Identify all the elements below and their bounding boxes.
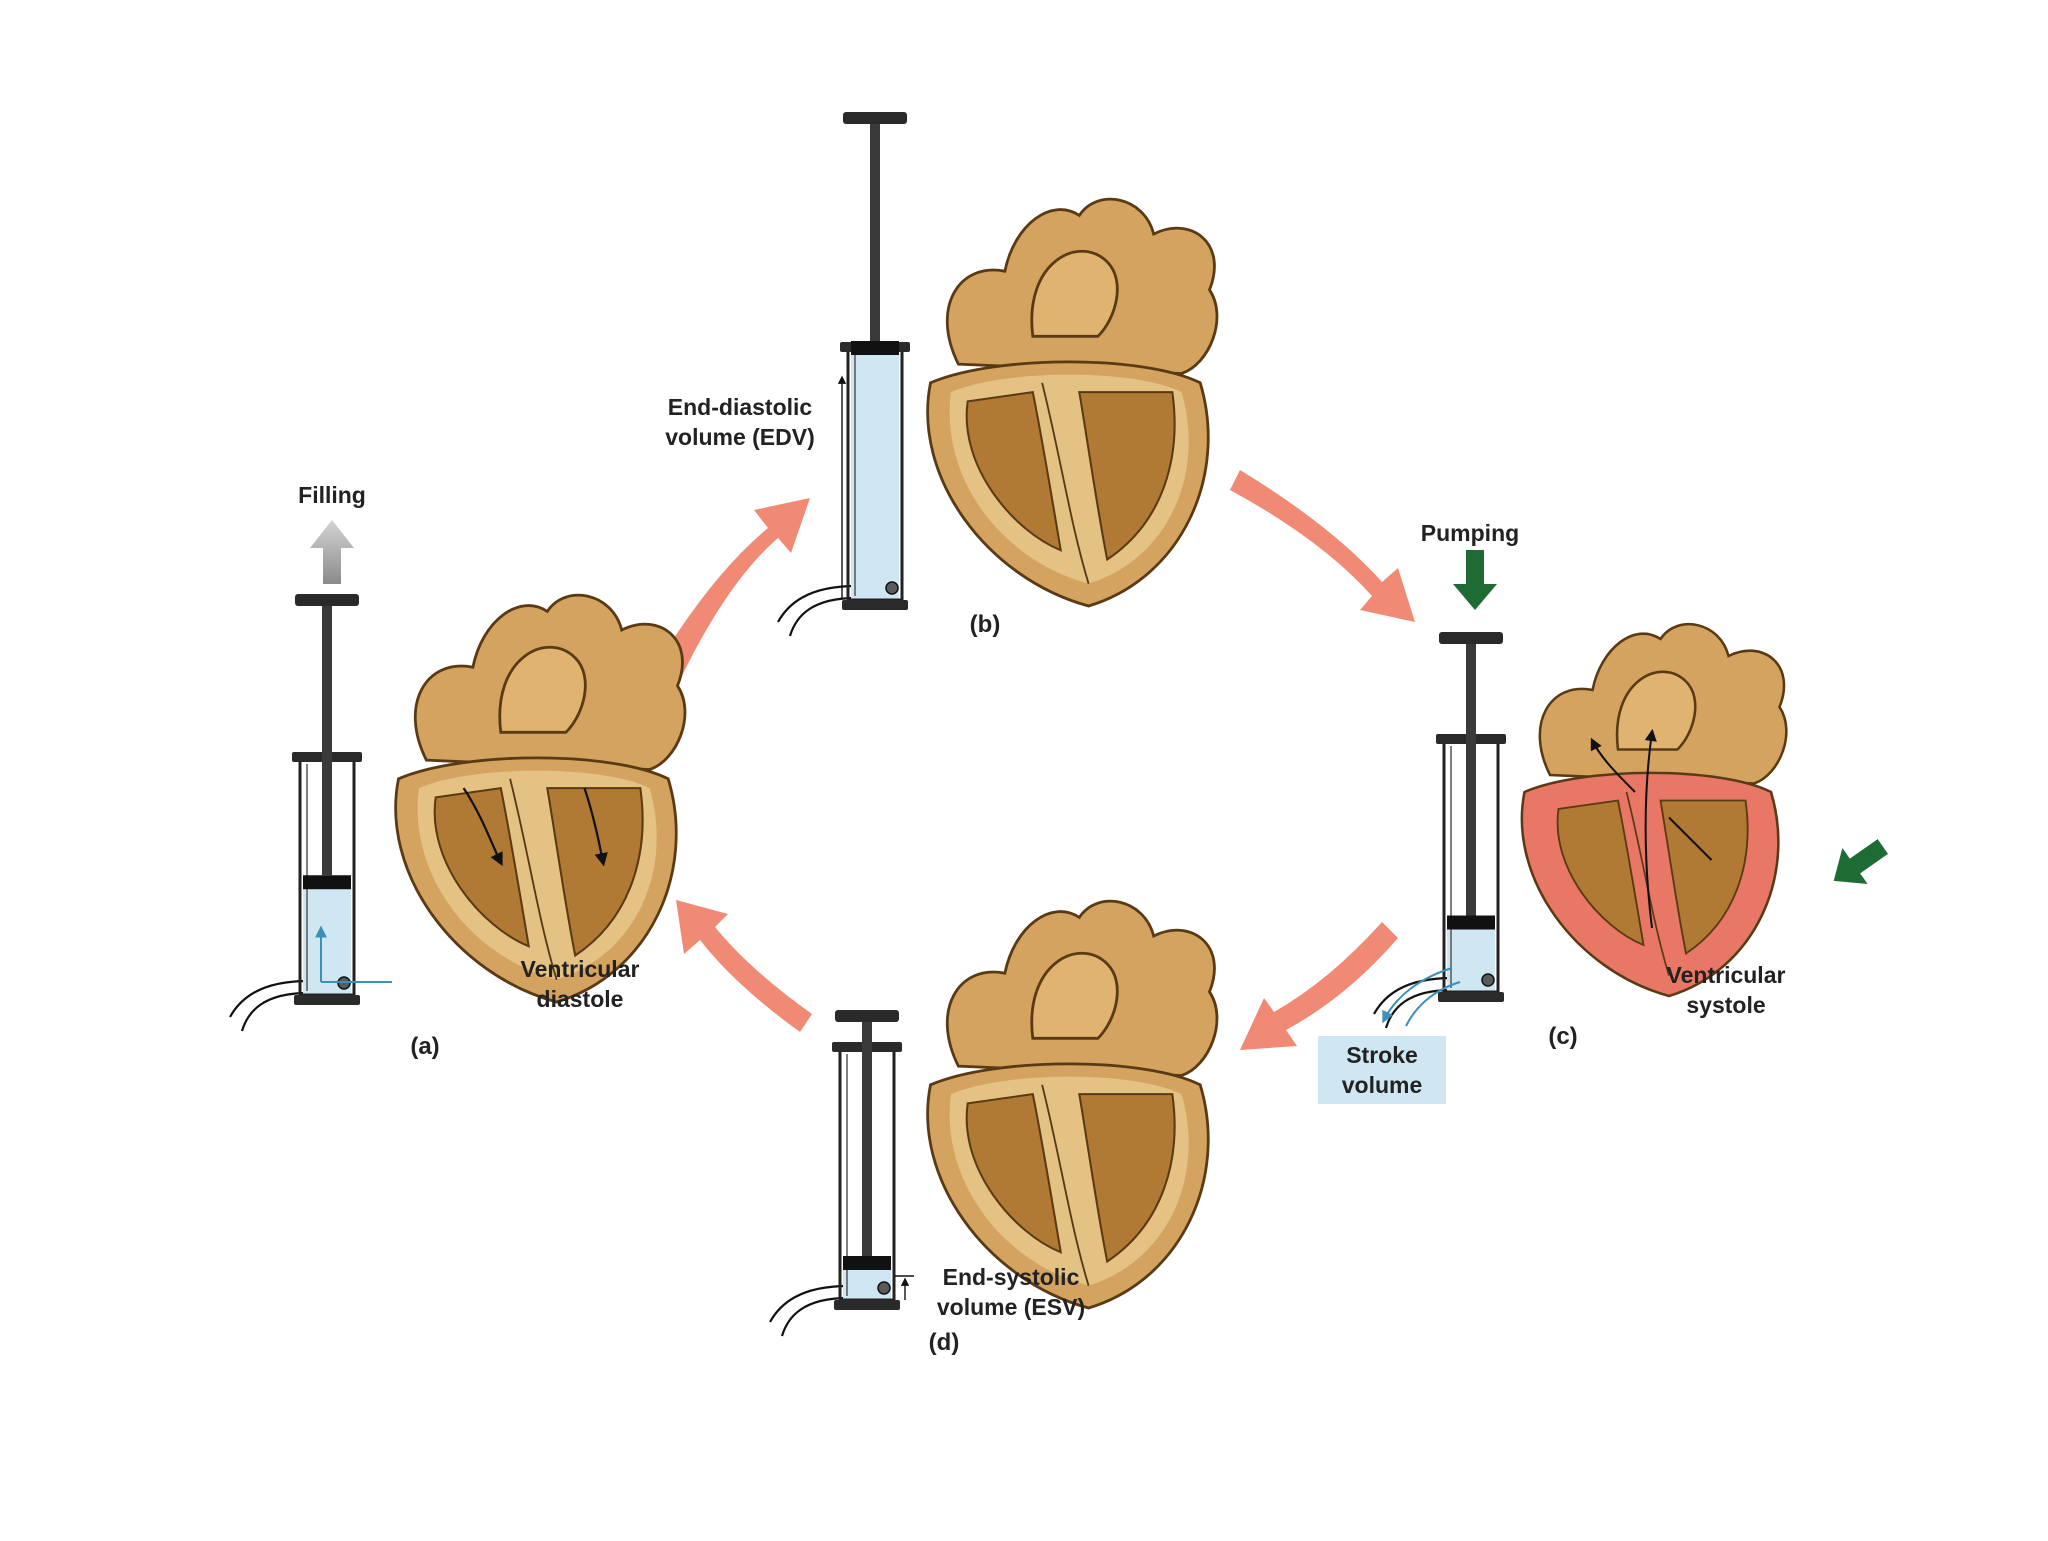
outflow-line-c [1405, 981, 1461, 1027]
cycle-arrow-a-to-b [655, 498, 810, 680]
heart-systole-c [1520, 622, 1788, 998]
syringe-c [1373, 632, 1506, 1029]
systole-line1: Ventricular [1666, 962, 1786, 988]
stroke-volume-label: Stroke volume [1318, 1036, 1446, 1104]
cycle-arrow-c-to-d [1240, 922, 1398, 1050]
ventricular-systole-label: Ventricular systole [1636, 960, 1816, 1020]
panel-label-c: (c) [1548, 1023, 1578, 1050]
edv-label-line1: End-diastolic [667, 394, 813, 420]
diastole-line1: Ventricular [520, 956, 640, 982]
diastole-line2: diastole [536, 986, 624, 1012]
cycle-arrow-b-to-c [1230, 470, 1415, 622]
pumping-label: Pumping [1420, 520, 1520, 546]
esv-label-line2: volume (ESV) [936, 1294, 1086, 1320]
systole-line2: systole [1686, 992, 1766, 1018]
outflow-arrow-c [1382, 967, 1453, 1024]
edv-label-line2: volume (EDV) [665, 424, 815, 450]
esv-label-line1: End-systolic [942, 1264, 1080, 1290]
syringe-d [769, 1010, 902, 1337]
esv-label: End-systolic volume (ESV) [916, 1262, 1106, 1322]
panel-label-a: (a) [410, 1033, 440, 1060]
panel-label-b: (b) [969, 611, 1001, 638]
cycle-arrow-d-to-a [676, 900, 812, 1032]
ventricular-diastole-label: Ventricular diastole [490, 954, 670, 1014]
heart-b [926, 197, 1219, 608]
heart-diastole-a [394, 593, 687, 1004]
stroke-volume-line1: Stroke [1346, 1042, 1418, 1068]
edv-label: End-diastolic volume (EDV) [640, 392, 840, 452]
syringe-b [777, 112, 910, 637]
filling-label: Filling [298, 482, 366, 508]
pump-arrow-down [1453, 550, 1497, 610]
stroke-volume-line2: volume [1341, 1072, 1423, 1098]
squeeze-arrow-right [1833, 839, 1889, 885]
heart-d [926, 899, 1219, 1310]
panel-label-d: (d) [928, 1329, 960, 1356]
syringe-a [229, 594, 362, 1032]
filling-arrow-up [310, 520, 354, 584]
